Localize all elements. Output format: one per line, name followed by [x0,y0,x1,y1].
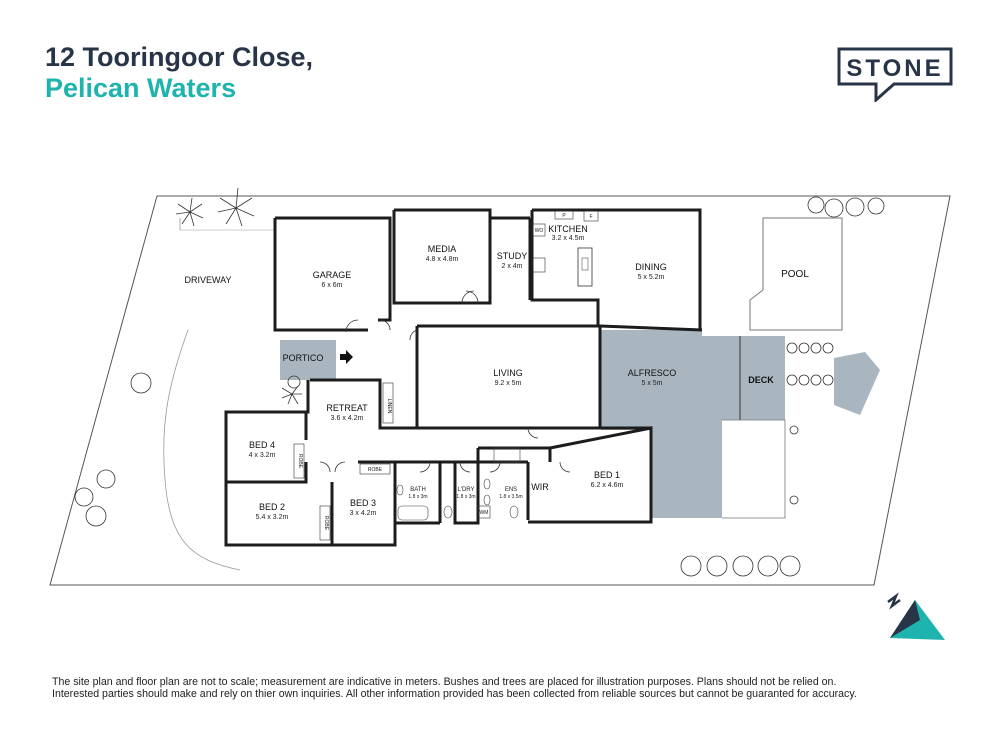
study-label: STUDY [497,251,528,261]
bed3-label: BED 3 [350,498,376,508]
living-label: LIVING [493,368,523,378]
retreat-size: 3.6 x 4.2m [331,415,364,422]
robe-bed3-label: ROBE [368,467,383,473]
entry-arrow-icon [340,350,353,364]
bed1-label: BED 1 [594,470,620,480]
garden-bed [163,329,241,571]
media-size: 4.8 x 4.8m [426,256,459,263]
living-size: 9.2 x 5m [495,380,522,387]
robe-bed4-label: ROBE [297,454,303,469]
door-swings [319,290,571,473]
bath-label: BATH [410,487,426,493]
wir-label: WIR [531,482,549,492]
pool [749,217,843,331]
robe-bed2-label: ROBE [323,516,329,531]
retreat-label: RETREAT [326,403,368,413]
kitchen-fixtures: WO P F [532,210,599,287]
bed4-label: BED 4 [249,440,275,450]
study-size: 2 x 4m [501,263,522,270]
disclaimer-line1: The site plan and floor plan are not to … [52,676,837,688]
shrub-icons [74,196,885,577]
ensuite-size: 1.8 x 3.5m [499,494,522,500]
north-arrow-icon [887,592,945,640]
wm-label: WM [480,510,489,516]
pantry-label: P [562,213,566,219]
garage-size: 6 x 6m [321,282,342,289]
house-walls [224,208,703,547]
media-label: MEDIA [428,244,457,254]
bed1-size: 6.2 x 4.6m [591,482,624,489]
alfresco-area [601,330,880,518]
kitchen-size: 3.2 x 4.5m [552,235,585,242]
wet-area-fixtures [396,447,521,521]
fridge-label: F [589,214,592,220]
site-boundary [49,195,951,586]
pool-label: POOL [781,269,809,280]
kitchen-label: KITCHEN [548,224,588,234]
garage-label: GARAGE [313,270,352,280]
disclaimer: The site plan and floor plan are not to … [52,676,962,700]
dining-label: DINING [635,262,667,272]
driveway-label: DRIVEWAY [184,275,231,285]
portico-area [280,340,336,380]
bed2-size: 5.4 x 3.2m [256,514,289,521]
bed2-label: BED 2 [259,502,285,512]
dining-size: 5 x 5.2m [638,274,665,281]
logo-text: STONE [846,55,943,82]
bed3-size: 3 x 4.2m [350,510,377,517]
bed4-size: 4 x 3.2m [249,452,276,459]
palm-tree-icons [175,187,302,405]
property-address: 12 Tooringoor Close, Pelican Waters [45,42,313,104]
ensuite-label: ENS [505,487,517,493]
laundry-label: L'DRY [457,487,474,493]
laundry-size: 1.8 x 3m [456,494,475,500]
alfresco-label: ALFRESCO [628,368,677,378]
alfresco-size: 5 x 5m [641,380,662,387]
address-street: 12 Tooringoor Close, [45,42,314,72]
deck-label: DECK [748,375,774,385]
bath-size: 1.8 x 3m [408,494,427,500]
pool-deck-extension [834,352,880,415]
linen-label: LINEN [386,399,392,414]
address-suburb: Pelican Waters [45,73,237,103]
disclaimer-line2: Interested parties should make and rely … [52,688,857,700]
wo-label: WO [535,228,544,234]
portico-label: PORTICO [283,353,324,363]
stone-logo: STONE [837,47,953,102]
storage: LINEN ROBE ROBE ROBE WM [293,382,491,541]
